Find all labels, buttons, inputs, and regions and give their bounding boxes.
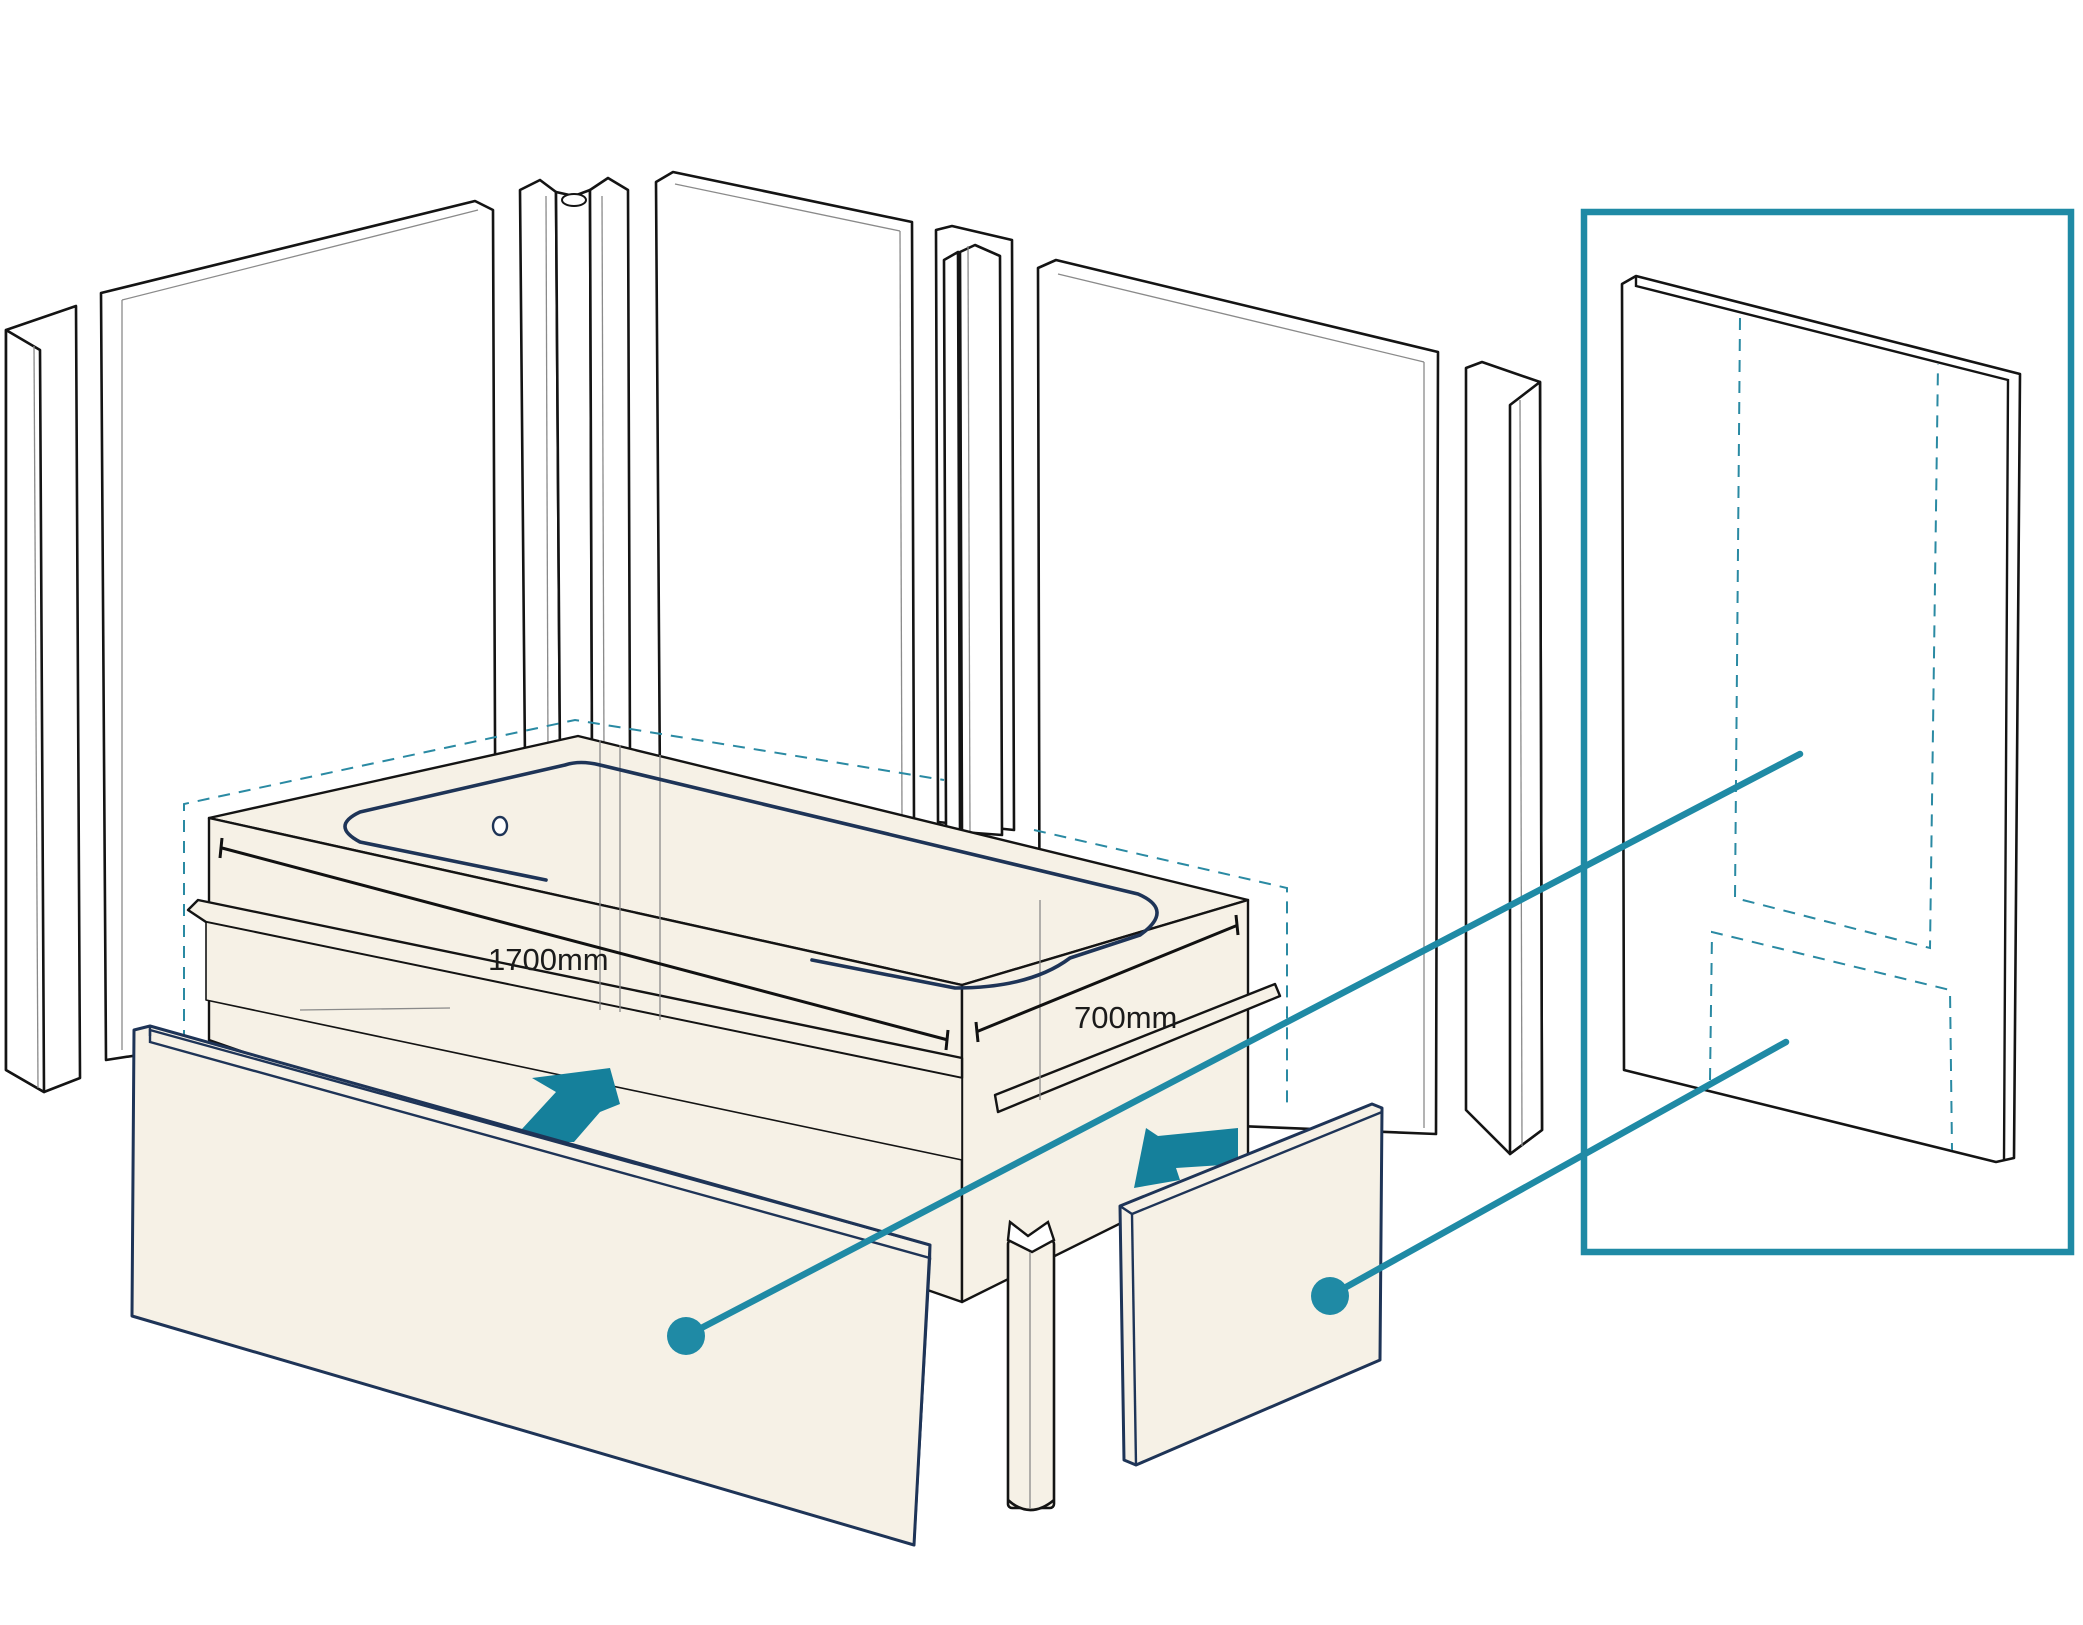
h-joint-profile bbox=[934, 224, 1016, 837]
bath-surround-outline bbox=[183, 718, 945, 1042]
dot-icon bbox=[667, 1317, 705, 1355]
length-label: 1700mm bbox=[488, 942, 609, 977]
right-corner-trim bbox=[1464, 360, 1544, 1156]
length-dimension: 1700mm bbox=[218, 837, 950, 1051]
callout-leader-front bbox=[667, 750, 1804, 1355]
callout-cut-panel bbox=[1620, 274, 2022, 1164]
center-wall-panel bbox=[654, 170, 916, 824]
callout-leader-end bbox=[1311, 1038, 1790, 1315]
callout-box bbox=[1580, 208, 2075, 1256]
overflow-icon bbox=[491, 815, 509, 837]
width-label: 700mm bbox=[1074, 1000, 1177, 1035]
bath-basin-outline bbox=[343, 760, 1159, 990]
end-bath-panel bbox=[1118, 1102, 1384, 1467]
front-bath-panel bbox=[130, 1024, 932, 1547]
bath-surround-outline-right bbox=[1033, 829, 1288, 1108]
arrow-icon bbox=[510, 1068, 620, 1142]
corner-post bbox=[1006, 1219, 1056, 1512]
bath bbox=[186, 734, 1282, 1304]
left-corner-trim bbox=[4, 304, 82, 1094]
corner-joint-profile bbox=[518, 176, 632, 762]
dot-icon bbox=[1311, 1277, 1349, 1315]
width-dimension: 700mm bbox=[974, 914, 1240, 1043]
arrow-icon bbox=[1134, 1128, 1238, 1188]
